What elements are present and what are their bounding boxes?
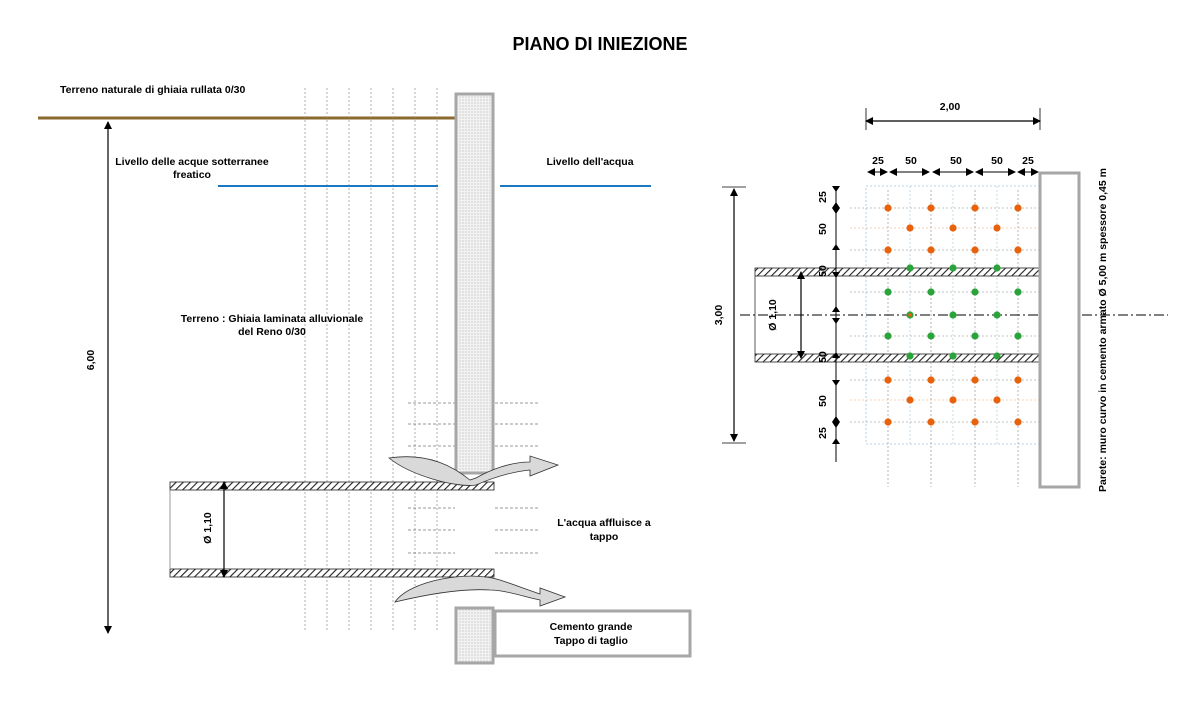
pipe-bottom-wall: [169, 568, 495, 578]
orange-dots-bottom: [884, 376, 1022, 426]
ground-label: Terreno naturale di ghiaia rullata 0/30: [60, 84, 246, 96]
grout-marks: [408, 402, 540, 554]
flow-label: L'acqua affluisce a: [557, 517, 651, 529]
top-spacing-5: 25: [1022, 155, 1034, 167]
vert-spacing-3: 50: [817, 265, 829, 277]
diagram-title: PIANO DI INIEZIONE: [512, 34, 687, 54]
plug-label: Cemento grande: [550, 621, 633, 633]
section-pipe-bottom: [754, 353, 1081, 363]
injection-grid-lines: [850, 190, 1042, 487]
width-dimension: 2,00: [940, 101, 961, 113]
injection-lines: [304, 88, 438, 632]
height-dimension: 3,00: [713, 305, 725, 326]
wall-label: Parete: muro curvo in cemento armato Ø 5…: [1097, 168, 1109, 492]
plug-label-2: Tappo di taglio: [554, 635, 628, 647]
center-marker: [908, 313, 912, 317]
groundwater-label: Livello delle acque sotterranee: [115, 156, 269, 168]
top-spacing-3: 50: [950, 155, 962, 167]
soil-label: Terreno : Ghiaia laminata alluvionale: [181, 313, 364, 325]
top-spacing-1: 25: [872, 155, 884, 167]
top-spacing-4: 50: [991, 155, 1003, 167]
right-section: 2,00 25 50 50 50 25: [713, 101, 1168, 492]
pipe-diameter: Ø 1,10: [202, 512, 214, 544]
top-spacing-2: 50: [905, 155, 917, 167]
depth-dimension: 6,00: [85, 350, 97, 371]
groundwater-label-2: freatico: [173, 169, 211, 181]
orange-dots-top: [884, 204, 1022, 254]
upper-wall: [454, 92, 495, 475]
stagger-lines: [850, 227, 1042, 401]
plug-box: [493, 609, 692, 658]
green-dots: [884, 264, 1022, 360]
pipe-top-wall: [169, 481, 495, 491]
lower-flow-arrow: [394, 575, 567, 607]
vert-spacing-2: 50: [817, 223, 829, 235]
left-section: Terreno naturale di ghiaia rullata 0/30 …: [38, 84, 692, 665]
lower-wall: [454, 606, 495, 665]
vert-spacing-4: 50: [817, 351, 829, 363]
upper-flow-arrow: [388, 455, 560, 486]
soil-label-2: del Reno 0/30: [238, 326, 306, 338]
water-level-label: Livello dell'acqua: [546, 156, 633, 168]
section-wall: [1038, 171, 1081, 489]
vert-spacing-6: 25: [817, 427, 829, 439]
section-pipe-top: [754, 267, 1081, 277]
vert-spacing-1: 25: [817, 191, 829, 203]
vert-spacing-5: 50: [817, 395, 829, 407]
flow-label-2: tappo: [590, 531, 619, 543]
